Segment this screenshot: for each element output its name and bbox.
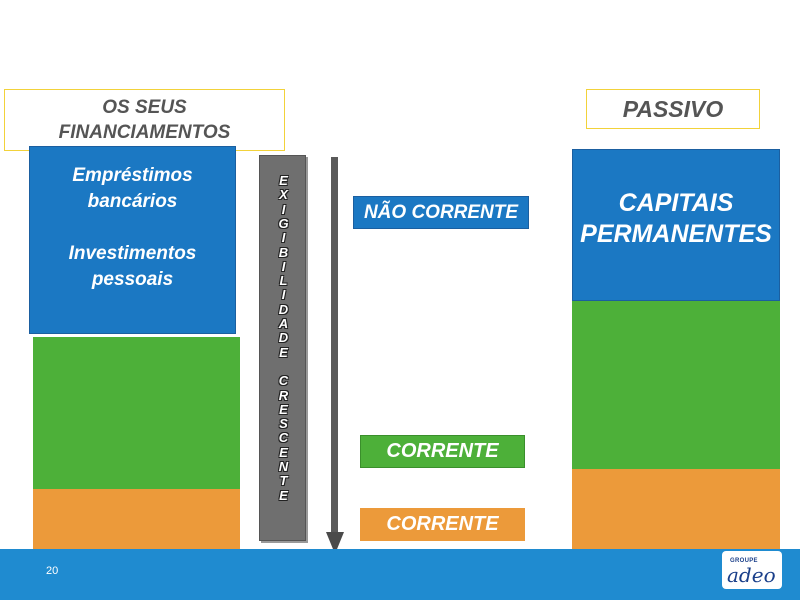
exigibilidade-letter: C bbox=[278, 430, 289, 446]
right-orange-block bbox=[572, 469, 780, 549]
permanent-capital-line1: CAPITAIS bbox=[618, 189, 734, 217]
exigibilidade-letter: E bbox=[279, 487, 288, 503]
left-header-text: OS SEUS FINANCIAMENTOS bbox=[58, 97, 231, 143]
down-arrow-shaft bbox=[331, 157, 338, 534]
footer-bar bbox=[0, 549, 800, 600]
exigibilidade-letter: E bbox=[279, 173, 288, 188]
exigibilidade-letter: S bbox=[279, 416, 288, 432]
exigibilidade-letter: E bbox=[279, 344, 288, 360]
bank-loans-line1: Empréstimos bbox=[72, 165, 193, 186]
label-nao-corrente-text: NÃO CORRENTE bbox=[363, 201, 519, 223]
left-header: OS SEUS FINANCIAMENTOS bbox=[4, 89, 285, 151]
exigibilidade-letter: E bbox=[279, 401, 288, 417]
exigibilidade-letter: A bbox=[278, 316, 289, 331]
left-orange-block bbox=[33, 489, 240, 549]
exigibilidade-letter: D bbox=[278, 301, 289, 317]
left-green-block bbox=[33, 337, 240, 490]
exigibilidade-letter: E bbox=[279, 444, 288, 460]
bank-loans-line2: bancários bbox=[87, 191, 178, 212]
label-corrente-orange: CORRENTE bbox=[360, 508, 525, 541]
exigibilidade-letter: D bbox=[278, 330, 289, 346]
personal-investment-line2: pessoais bbox=[91, 269, 174, 290]
exigibilidade-letter: I bbox=[281, 230, 286, 246]
exigibilidade-letter: I bbox=[281, 258, 286, 274]
permanent-capital-line2: PERMANENTES bbox=[580, 220, 772, 248]
exigibilidade-letter: L bbox=[279, 273, 288, 289]
label-corrente-green: CORRENTE bbox=[360, 435, 525, 468]
exigibilidade-letter: N bbox=[278, 459, 289, 474]
permanent-capital-box: CAPITAIS PERMANENTES bbox=[572, 149, 780, 301]
page-number: 20 bbox=[46, 565, 59, 577]
label-corrente-orange-text: CORRENTE bbox=[386, 513, 499, 535]
exigibilidade-letter: T bbox=[279, 473, 288, 489]
right-header-text: PASSIVO bbox=[622, 95, 724, 122]
right-header: PASSIVO bbox=[586, 89, 760, 129]
exigibilidade-letter: I bbox=[281, 287, 286, 303]
logo-adeo-text: adeo bbox=[727, 563, 776, 587]
label-corrente-green-text: CORRENTE bbox=[386, 440, 499, 462]
adeo-logo: GROUPE adeo bbox=[722, 551, 782, 589]
personal-investment-line1: Investimentos bbox=[68, 243, 197, 264]
exigibilidade-letter: C bbox=[278, 373, 289, 389]
financing-sources-box: Empréstimos bancários Investimentos pess… bbox=[29, 146, 236, 334]
exigibilidade-letter: B bbox=[278, 244, 289, 260]
exigibilidade-letter: R bbox=[278, 387, 289, 403]
logo-groupe-text: GROUPE bbox=[730, 558, 758, 564]
exigibilidade-letter: I bbox=[281, 201, 286, 217]
down-arrow-icon bbox=[326, 532, 344, 554]
right-green-block bbox=[572, 301, 780, 469]
exigibilidade-letter: G bbox=[278, 215, 289, 231]
label-nao-corrente: NÃO CORRENTE bbox=[353, 196, 529, 229]
exigibilidade-letter: X bbox=[279, 187, 288, 203]
